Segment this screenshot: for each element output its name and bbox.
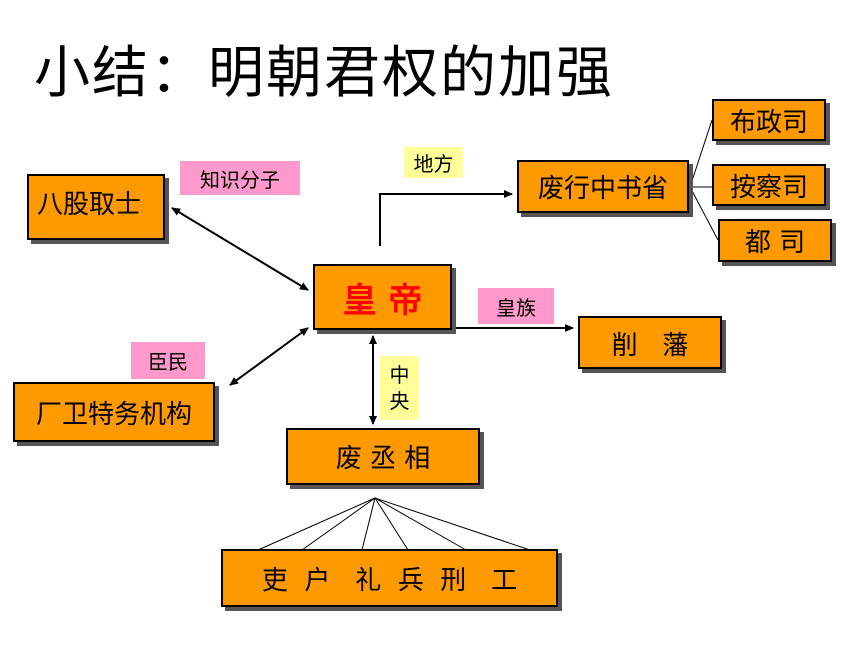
node-bagu-label: 八股取士: [37, 190, 142, 220]
node-bagu: 八股取士: [27, 174, 165, 240]
node-changwei: 厂卫特务机构: [13, 382, 215, 442]
node-xuefan: 削 藩: [578, 316, 722, 369]
node-feixingzhong: 废行中书省: [517, 160, 689, 213]
page-title: 小结：明朝君权的加强: [34, 41, 614, 106]
fan-line-xing: [374, 497, 467, 551]
tag-huangzu: 皇族: [478, 288, 554, 324]
node-six-ministries: 吏 户 礼 兵 刑 工: [221, 549, 558, 607]
node-feichengxiang: 废 丞 相: [286, 428, 480, 485]
fan-line-li: [257, 497, 376, 551]
node-ancha: 按察司: [712, 164, 826, 206]
node-buzheng: 布政司: [712, 99, 826, 141]
node-dusi: 都 司: [718, 219, 832, 262]
fan-line-buzheng: [689, 119, 713, 188]
node-emperor-label: 皇 帝: [342, 280, 423, 321]
node-changwei-label: 厂卫特务机构: [35, 399, 192, 430]
arrow-emperor-bagu: [171, 207, 309, 291]
fan-line-dusi: [689, 186, 719, 241]
node-xuefan-label: 削 藩: [611, 331, 689, 361]
fan-line-li2: [361, 497, 376, 551]
node-feixingzhong-label: 废行中书省: [537, 174, 668, 204]
tag-difang: 地方: [404, 147, 463, 178]
arrow-emperor-changwei: [229, 327, 309, 386]
node-dusi-label: 都 司: [744, 228, 806, 258]
node-feichengxiang-label: 废 丞 相: [335, 444, 431, 474]
arrow-emperor-difang: [379, 190, 513, 246]
node-six-ministries-label: 吏 户 礼 兵 刑 工: [261, 565, 518, 596]
tag-zhishi: 知识分子: [180, 161, 300, 195]
node-emperor: 皇 帝: [313, 264, 452, 330]
fan-line-gong: [374, 497, 531, 551]
tag-chenmin: 臣民: [131, 342, 205, 379]
node-buzheng-label: 布政司: [729, 107, 808, 138]
fan-line-bing: [374, 497, 409, 551]
node-ancha-label: 按察司: [729, 172, 808, 203]
fan-line-hu: [301, 497, 376, 551]
tag-zhongyang: 中 央: [380, 356, 419, 420]
